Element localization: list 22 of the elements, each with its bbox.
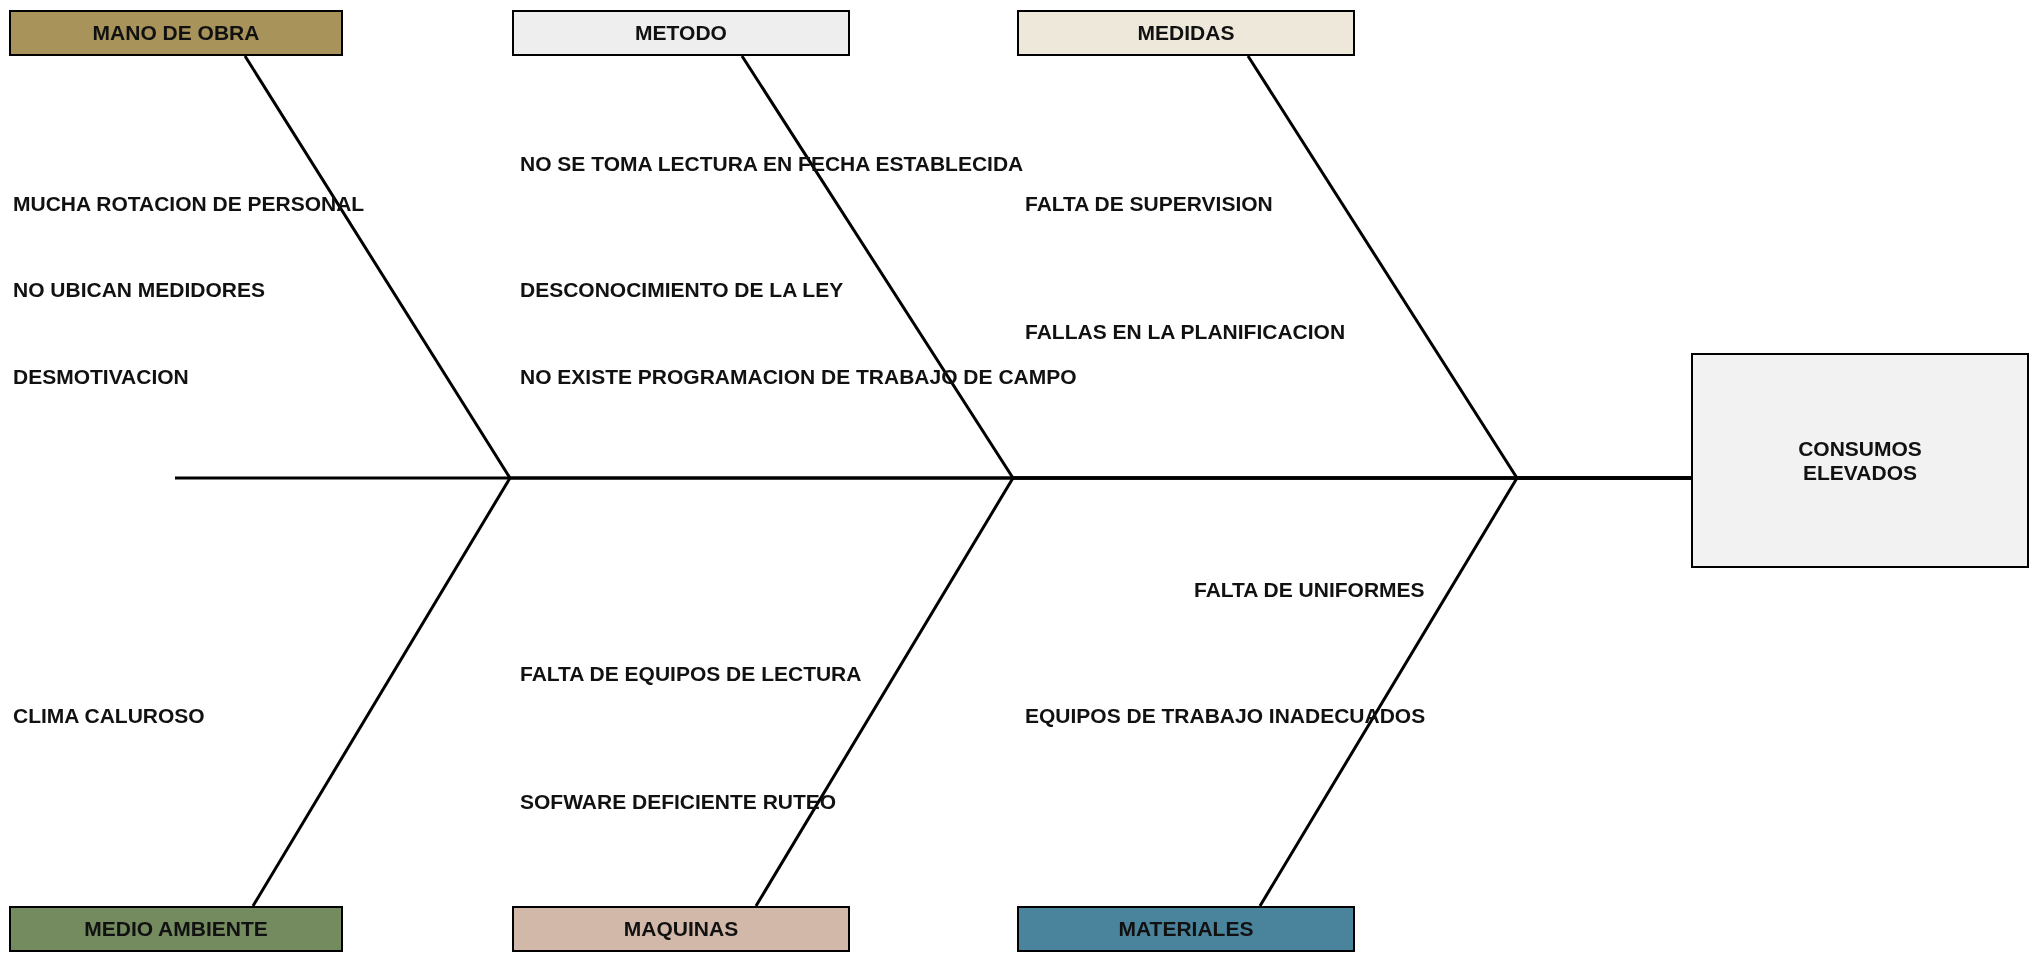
- effect-box: [1691, 353, 2029, 568]
- category-box: [1017, 10, 1355, 56]
- cause-text: FALTA DE UNIFORMES: [1194, 578, 1425, 602]
- category-box: [512, 906, 850, 952]
- category-title: METODO: [635, 21, 727, 45]
- category-title: MEDIO AMBIENTE: [84, 917, 268, 941]
- category-title: MAQUINAS: [623, 917, 739, 941]
- cause-text: FALLAS EN LA PLANIFICACION: [1025, 320, 1346, 344]
- category-box: [9, 906, 343, 952]
- cause-text: FALTA DE SUPERVISION: [1025, 192, 1273, 216]
- cause-text: CLIMA CALUROSO: [13, 704, 205, 728]
- cause-text: NO UBICAN MEDIDORES: [13, 278, 265, 302]
- effect-text: CONSUMOS ELEVADOS: [1797, 436, 1923, 485]
- category-title: MANO DE OBRA: [92, 21, 260, 45]
- cause-text: DESMOTIVACION: [13, 365, 189, 389]
- category-title: MATERIALES: [1118, 917, 1254, 941]
- category-box: [9, 10, 343, 56]
- cause-text: FALTA DE EQUIPOS DE LECTURA: [520, 662, 862, 686]
- category-box: [512, 10, 850, 56]
- cause-text: DESCONOCIMIENTO DE LA LEY: [520, 278, 844, 302]
- category-title: MEDIDAS: [1137, 21, 1235, 45]
- category-box: [1017, 906, 1355, 952]
